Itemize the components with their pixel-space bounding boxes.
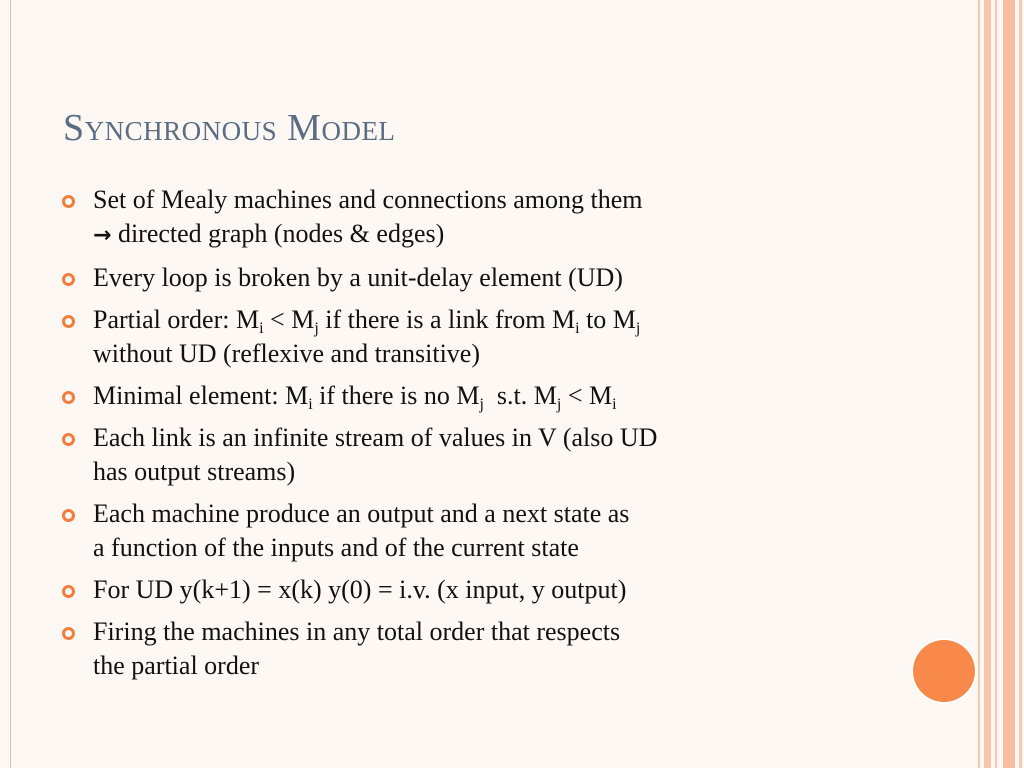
text-segment: < M — [263, 305, 315, 334]
bullet-item: Firing the machines in any total order t… — [62, 615, 862, 683]
right-stripe — [995, 0, 997, 768]
bullet-item: For UD y(k+1) = x(k) y(0) = i.v. (x inpu… — [62, 573, 862, 607]
bullet-text-line: Partial order: Mi < Mj if there is a lin… — [93, 303, 862, 337]
bullet-text: the partial order — [93, 651, 260, 680]
bullet-item: Each machine produce an output and a nex… — [62, 497, 862, 565]
text-segment: if there is no M — [312, 381, 480, 410]
bullet-list: Set of Mealy machines and connections am… — [62, 183, 862, 691]
text-segment: Partial order: M — [93, 305, 260, 334]
bullet-item: Partial order: Mi < Mj if there is a lin… — [62, 303, 862, 371]
subscript: j — [314, 320, 319, 337]
bullet-item: Minimal element: Mi if there is no Mj s.… — [62, 379, 862, 413]
bullet-text: has output streams) — [93, 457, 296, 486]
bullet-circle-icon — [62, 315, 75, 328]
bullet-circle-icon — [62, 391, 75, 404]
decorative-circle — [913, 640, 975, 702]
text-segment: if there is a link from M — [318, 305, 576, 334]
bullet-text: Each machine produce an output and a nex… — [93, 499, 630, 528]
subscript: j — [635, 320, 641, 337]
right-stripe — [1019, 0, 1022, 768]
subscript: j — [556, 396, 562, 413]
subscript: i — [259, 320, 264, 337]
left-border — [10, 0, 11, 768]
subscript: i — [612, 396, 617, 413]
right-stripe — [984, 0, 991, 768]
subscript: i — [308, 396, 313, 413]
bullet-circle-icon — [62, 585, 75, 598]
right-stripe — [978, 0, 980, 768]
bullet-text: For UD y(k+1) = x(k) y(0) = i.v. (x inpu… — [93, 575, 627, 604]
text-segment: to M — [579, 305, 636, 334]
bullet-text: without UD (reflexive and transitive) — [93, 339, 480, 368]
text-segment: Minimal element: M — [93, 381, 309, 410]
bullet-text: Every loop is broken by a unit-delay ele… — [93, 263, 623, 292]
bullet-text-line: Minimal element: Mi if there is no Mj s.… — [93, 379, 862, 413]
bullet-circle-icon — [62, 509, 75, 522]
right-stripe — [1003, 0, 1015, 768]
bullet-circle-icon — [62, 433, 75, 446]
text-segment: < M — [561, 381, 613, 410]
bullet-text: a function of the inputs and of the curr… — [93, 533, 579, 562]
bullet-text: Firing the machines in any total order t… — [93, 617, 621, 646]
bullet-circle-icon — [62, 195, 75, 208]
bullet-text: directed graph (nodes & edges) — [111, 219, 445, 248]
bullet-text: Set of Mealy machines and connections am… — [93, 185, 643, 214]
arrow-right-icon: → — [93, 223, 112, 248]
text-segment: s.t. M — [483, 381, 557, 410]
bullet-item: Set of Mealy machines and connections am… — [62, 183, 862, 253]
bullet-text-line: → directed graph (nodes & edges) — [93, 217, 862, 253]
subscript: j — [479, 396, 484, 413]
subscript: i — [575, 320, 580, 337]
slide-title: Synchronous Model — [63, 107, 396, 149]
bullet-text: Each link is an infinite stream of value… — [93, 423, 658, 452]
bullet-circle-icon — [62, 273, 75, 286]
bullet-circle-icon — [62, 627, 75, 640]
bullet-item: Every loop is broken by a unit-delay ele… — [62, 261, 862, 295]
bullet-item: Each link is an infinite stream of value… — [62, 421, 862, 489]
